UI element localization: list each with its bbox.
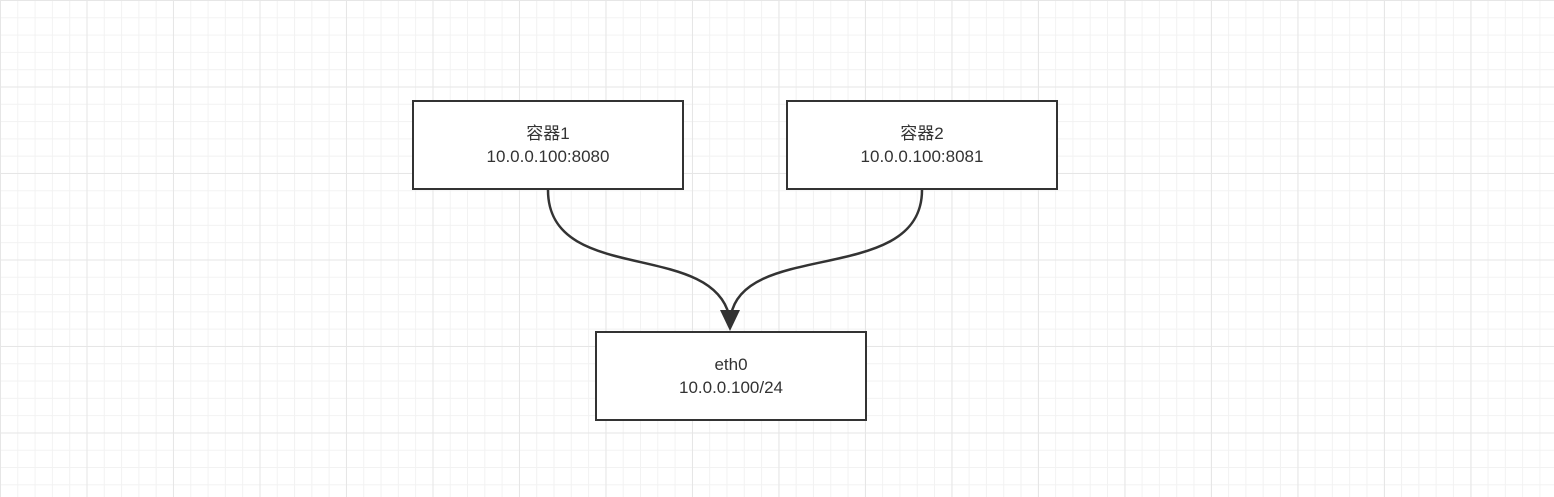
node-subtitle: 10.0.0.100/24 [679,378,783,397]
node-subtitle: 10.0.0.100:8080 [486,147,610,166]
edge-container2-to-eth0 [729,189,924,316]
node-title: 容器1 [526,124,570,143]
arrowhead-icon [720,310,740,331]
node-eth0[interactable]: eth0 10.0.0.100/24 [595,331,867,421]
edge-container1-to-eth0 [546,189,731,316]
node-subtitle: 10.0.0.100:8081 [860,147,984,166]
node-container2[interactable]: 容器2 10.0.0.100:8081 [786,100,1058,190]
node-title: 容器2 [900,124,944,143]
node-container1[interactable]: 容器1 10.0.0.100:8080 [412,100,684,190]
node-title: eth0 [714,355,748,374]
